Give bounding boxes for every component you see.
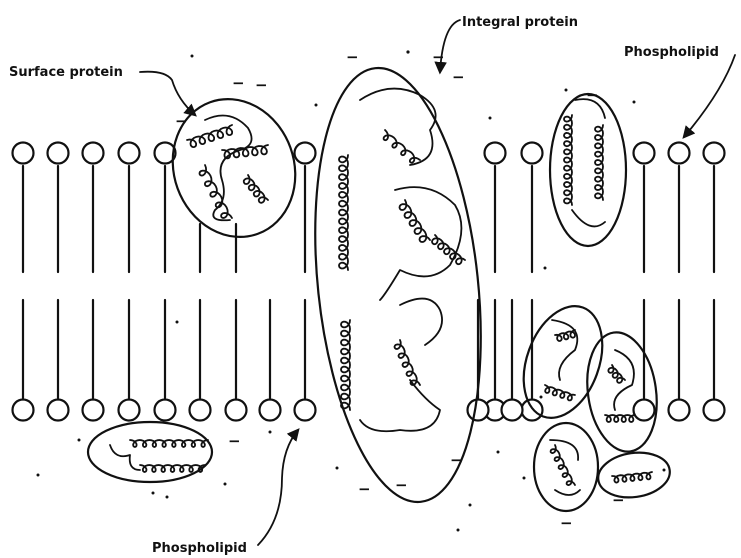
- label-phospholipid-bottom: Phospholipid: [152, 541, 247, 556]
- svg-text:−: −: [228, 432, 241, 450]
- alpha-helix-coil: [612, 472, 652, 483]
- alpha-helix-coil: [341, 320, 350, 410]
- protein-upper-right: [550, 94, 626, 246]
- svg-text:−: −: [346, 48, 359, 66]
- phospholipid: [119, 143, 140, 421]
- alpha-helix-coil: [564, 115, 572, 205]
- phospholipid: [48, 143, 69, 421]
- phospholipid: [83, 143, 104, 421]
- phospholipid: [704, 143, 725, 421]
- label-surface-protein: Surface protein: [9, 65, 123, 80]
- svg-text:−: −: [450, 451, 463, 469]
- phospholipid: [190, 300, 211, 421]
- svg-text:−: −: [358, 480, 371, 498]
- alpha-helix-coil: [595, 125, 603, 200]
- alpha-helix-coil: [187, 125, 232, 147]
- alpha-helix-coil: [605, 415, 635, 422]
- alpha-helix-coil: [551, 445, 575, 485]
- phospholipid: [226, 300, 247, 421]
- alpha-helix-coil: [339, 155, 348, 270]
- phospholipid: [669, 143, 690, 421]
- phospholipid: [13, 143, 34, 421]
- phospholipid: [155, 143, 176, 421]
- alpha-helix-coil: [608, 365, 625, 383]
- alpha-helix-coil: [384, 130, 420, 163]
- svg-text:−: −: [560, 514, 573, 532]
- surface-protein-upper-left: [154, 82, 315, 255]
- phospholipid: [468, 300, 489, 421]
- arrow-phospholipid-bottom: [258, 430, 298, 545]
- integral-protein: [296, 60, 501, 510]
- svg-text:−: −: [175, 112, 188, 130]
- alpha-helix-coil: [130, 440, 208, 447]
- arrow-surface-protein: [140, 72, 195, 115]
- alpha-helix-coil: [140, 465, 205, 472]
- alpha-helix-coil: [395, 340, 421, 385]
- alpha-helix-coil: [244, 175, 268, 203]
- svg-text:−: −: [255, 76, 268, 94]
- protein-lower-left: [88, 422, 212, 482]
- svg-text:−: −: [586, 86, 599, 104]
- phospholipid: [634, 143, 655, 421]
- svg-text:−: −: [395, 476, 408, 494]
- phospholipid: [485, 143, 506, 421]
- label-phospholipid-top: Phospholipid: [624, 45, 719, 60]
- arrow-phospholipid-top: [684, 55, 735, 137]
- label-integral-protein: Integral protein: [462, 15, 578, 30]
- alpha-helix-coil: [545, 385, 575, 400]
- alpha-helix-coil: [555, 330, 575, 341]
- svg-text:−: −: [612, 491, 625, 509]
- alpha-helix-coil: [400, 200, 431, 242]
- phospholipid: [260, 300, 281, 421]
- svg-text:−: −: [452, 68, 465, 86]
- svg-text:−: −: [232, 74, 245, 92]
- phospholipid: [295, 143, 316, 421]
- phospholipid: [502, 300, 523, 421]
